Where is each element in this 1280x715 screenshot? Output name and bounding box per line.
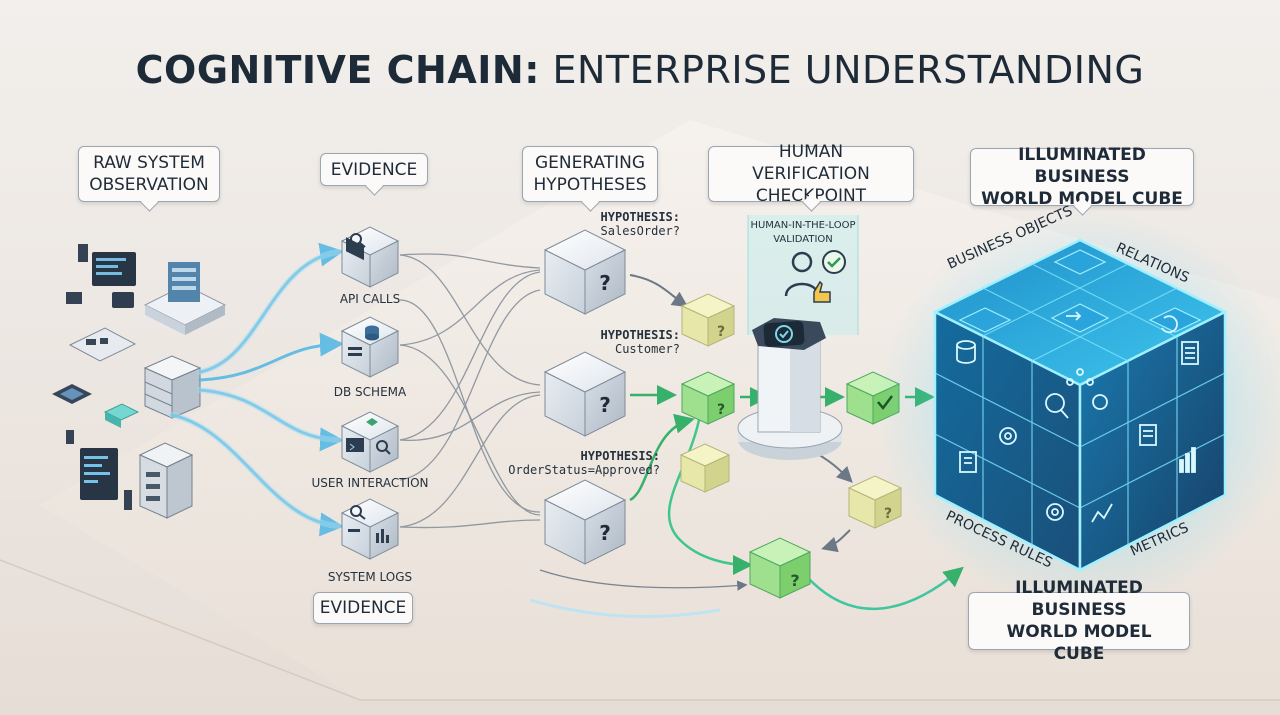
- stage-verification: HUMAN VERIFICATION CHECKPOINT: [708, 142, 914, 212]
- stage-raw-observation: RAW SYSTEM OBSERVATION: [78, 146, 220, 212]
- page-title: COGNITIVE CHAIN: ENTERPRISE UNDERSTANDIN…: [0, 48, 1280, 92]
- hypothesis-value: OrderStatus=Approved?: [508, 463, 660, 477]
- hypothesis-key: HYPOTHESIS:: [580, 449, 660, 463]
- verification-pedestal: [737, 318, 843, 460]
- hypothesis-label-2: HYPOTHESIS:Customer?: [560, 328, 680, 356]
- evidence-label-db: DB SCHEMA: [333, 385, 407, 399]
- hypothesis-cubes: ? ? ?: [543, 229, 627, 565]
- evidence-label-api: API CALLS: [339, 292, 401, 306]
- svg-text:?: ?: [717, 324, 725, 340]
- svg-text:?: ?: [717, 402, 725, 418]
- svg-text:?: ?: [884, 506, 892, 522]
- stage-evidence-top: EVIDENCE: [320, 153, 428, 196]
- world-model-cube: [932, 238, 1228, 573]
- stage-raw-label: RAW SYSTEM OBSERVATION: [89, 153, 209, 195]
- evidence-label-logs: SYSTEM LOGS: [327, 570, 413, 584]
- stage-cube-bottom-label: ILLUMINATED BUSINESS WORLD MODEL CUBE: [1006, 578, 1152, 664]
- title-bold: COGNITIVE CHAIN:: [135, 48, 540, 92]
- hypothesis-key: HYPOTHESIS:: [600, 210, 680, 224]
- evidence-label-user: USER INTERACTION: [311, 476, 429, 490]
- stage-hypotheses-label: GENERATING HYPOTHESES: [533, 153, 647, 195]
- title-rest: ENTERPRISE UNDERSTANDING: [539, 48, 1145, 92]
- hitl-label: HUMAN-IN-THE-LOOP VALIDATION: [750, 220, 856, 245]
- raw-system-devices: [52, 244, 227, 519]
- svg-text:?: ?: [599, 521, 611, 545]
- human-icon: [784, 250, 846, 303]
- stage-cube-bottom: ILLUMINATED BUSINESS WORLD MODEL CUBE: [968, 578, 1190, 664]
- svg-text:?: ?: [599, 393, 611, 417]
- stage-cube-top-label: ILLUMINATED BUSINESS WORLD MODEL CUBE: [981, 145, 1183, 209]
- hypothesis-value: Customer?: [614, 342, 680, 356]
- evidence-cubes: [340, 226, 400, 560]
- stage-hypotheses: GENERATING HYPOTHESES: [522, 146, 658, 212]
- svg-text:?: ?: [599, 271, 611, 295]
- svg-text:?: ?: [790, 571, 799, 590]
- hypothesis-label-1: HYPOTHESIS:SalesOrder?: [560, 210, 680, 238]
- hypothesis-value: SalesOrder?: [600, 224, 680, 238]
- stage-evidence-top-label: EVIDENCE: [330, 159, 418, 180]
- stage-evidence-bottom: EVIDENCE: [313, 592, 413, 624]
- hypothesis-key: HYPOTHESIS:: [600, 328, 680, 342]
- stage-evidence-bottom-label: EVIDENCE: [319, 598, 407, 618]
- hypothesis-label-3: HYPOTHESIS:OrderStatus=Approved?: [500, 449, 660, 477]
- stage-cube-top: ILLUMINATED BUSINESS WORLD MODEL CUBE: [970, 145, 1194, 216]
